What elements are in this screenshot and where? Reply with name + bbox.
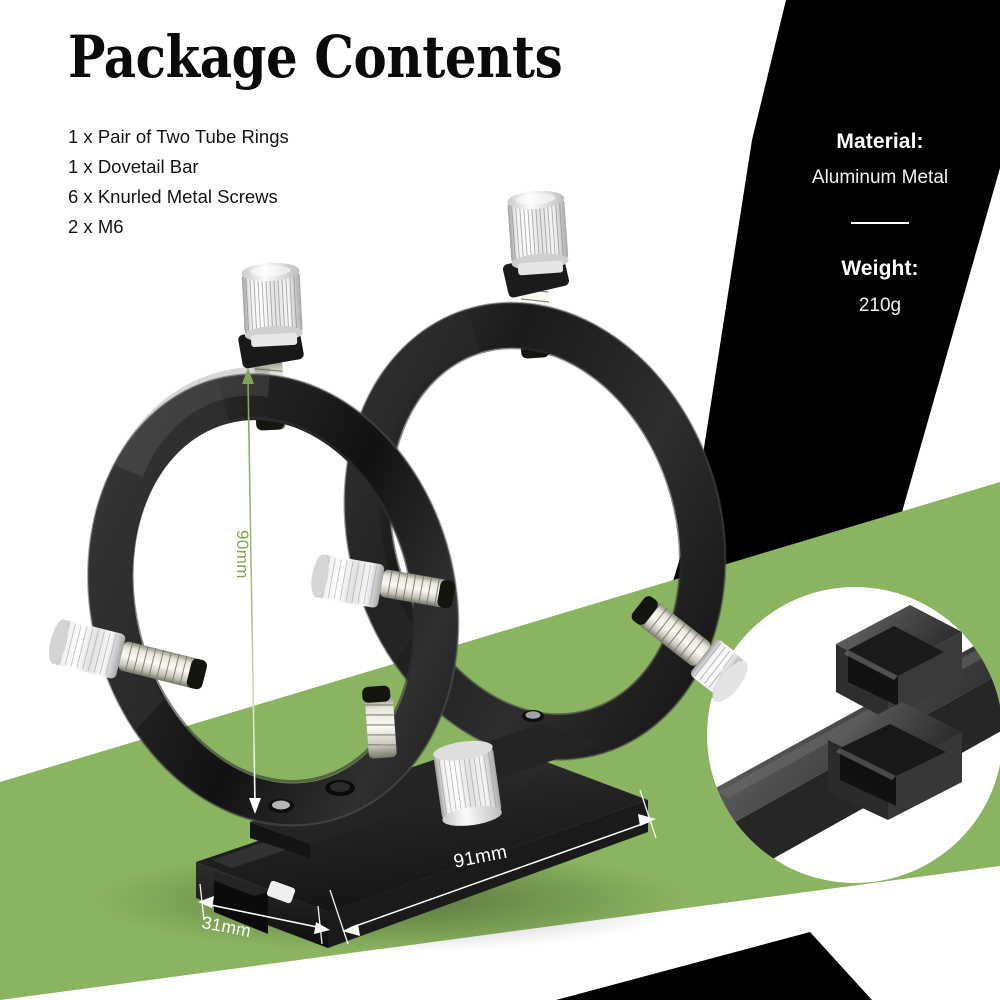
material-value: Aluminum Metal: [811, 167, 949, 189]
dim-arrow-90mm-bottom: [249, 798, 261, 814]
spec-panel: Material: Aluminum Metal Weight: 210g: [762, 128, 998, 318]
knurled-screw-front-bottom: [362, 685, 502, 826]
weight-label: Weight:: [841, 257, 919, 281]
dim-arrow-31mm-right: [314, 922, 330, 934]
knurled-screw-front-left: [49, 619, 208, 690]
dim-line-90mm: [247, 377, 256, 805]
dim-arrow-90mm-top: [242, 368, 254, 384]
detail-inset-circle: [707, 587, 1000, 883]
inset-tube-lower-bore: [840, 748, 896, 806]
list-item: 6 x Knurled Metal Screws: [68, 186, 278, 207]
package-contents-list: 1 x Pair of Two Tube Rings 1 x Dovetail …: [68, 122, 488, 242]
black-bottom-wedge: [556, 932, 872, 1000]
dim-arrow-91mm-left: [342, 924, 360, 936]
knurled-screw-back-top: [507, 190, 569, 276]
spec-divider: [851, 221, 909, 225]
dim-arrow-91mm-right: [638, 814, 656, 826]
knurled-screw-middle: [311, 554, 456, 609]
tube-ring-front: [49, 262, 544, 827]
material-label: Material:: [836, 130, 924, 153]
dim-arrow-31mm-left: [198, 896, 214, 908]
dim-line-91mm: [349, 821, 649, 929]
dim-line-31mm: [205, 903, 323, 929]
page-title: Package Contents: [68, 23, 563, 91]
list-item: 2 x M6: [68, 216, 124, 237]
list-item: 1 x Pair of Two Tube Rings: [68, 126, 289, 147]
knurled-screw-front-top: [241, 262, 303, 347]
inset-tube-upper-bore: [848, 650, 898, 706]
dimension-annotations: [198, 368, 657, 945]
list-item: 1 x Dovetail Bar: [68, 156, 199, 177]
black-spec-panel-shape: [694, 0, 1000, 512]
dimension-label-height: 90mm: [233, 530, 252, 579]
weight-value: 210g: [858, 294, 902, 316]
